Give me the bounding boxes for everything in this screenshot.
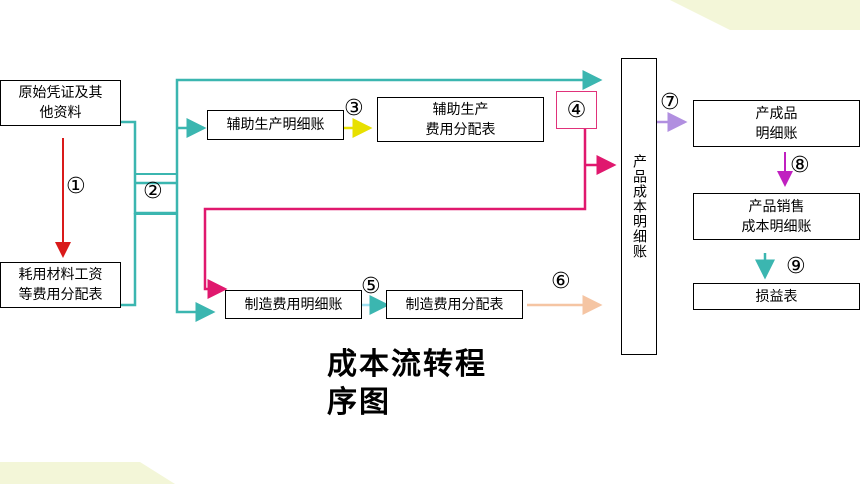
step9-label: ⑨	[786, 254, 806, 279]
step2-bracket	[134, 173, 177, 215]
product-cost-ledger-label: 产品成本明细账	[631, 154, 647, 259]
step1-label: ①	[66, 174, 86, 199]
step3-label: ③	[344, 96, 364, 121]
step7-label: ⑦	[660, 90, 680, 115]
step2-label: ②	[143, 179, 163, 204]
step8-label: ⑧	[790, 153, 810, 178]
mfg-allocation-box: 制造费用分配表	[386, 290, 523, 319]
mfg-overhead-ledger-box: 制造费用明细账	[225, 290, 362, 319]
sales-cost-ledger-box: 产品销售 成本明细账	[693, 193, 860, 240]
product-cost-ledger-box: 产品成本明细账	[621, 58, 657, 355]
original-vouchers-box: 原始凭证及其 他资料	[0, 80, 121, 126]
income-statement-box: 损益表	[693, 283, 860, 310]
material-allocation-box: 耗用材料工资 等费用分配表	[0, 262, 121, 308]
aux-production-ledger-box: 辅助生产明细账	[207, 110, 344, 140]
diagram-title: 成本流转程 序图	[327, 347, 487, 420]
step4-label: ④	[556, 91, 597, 129]
step6-label: ⑥	[551, 269, 571, 294]
step4-connectors	[203, 129, 617, 299]
finished-goods-ledger-box: 产成品 明细账	[693, 100, 860, 147]
aux-allocation-box: 辅助生产 费用分配表	[377, 97, 544, 142]
step5-label: ⑤	[361, 274, 381, 299]
